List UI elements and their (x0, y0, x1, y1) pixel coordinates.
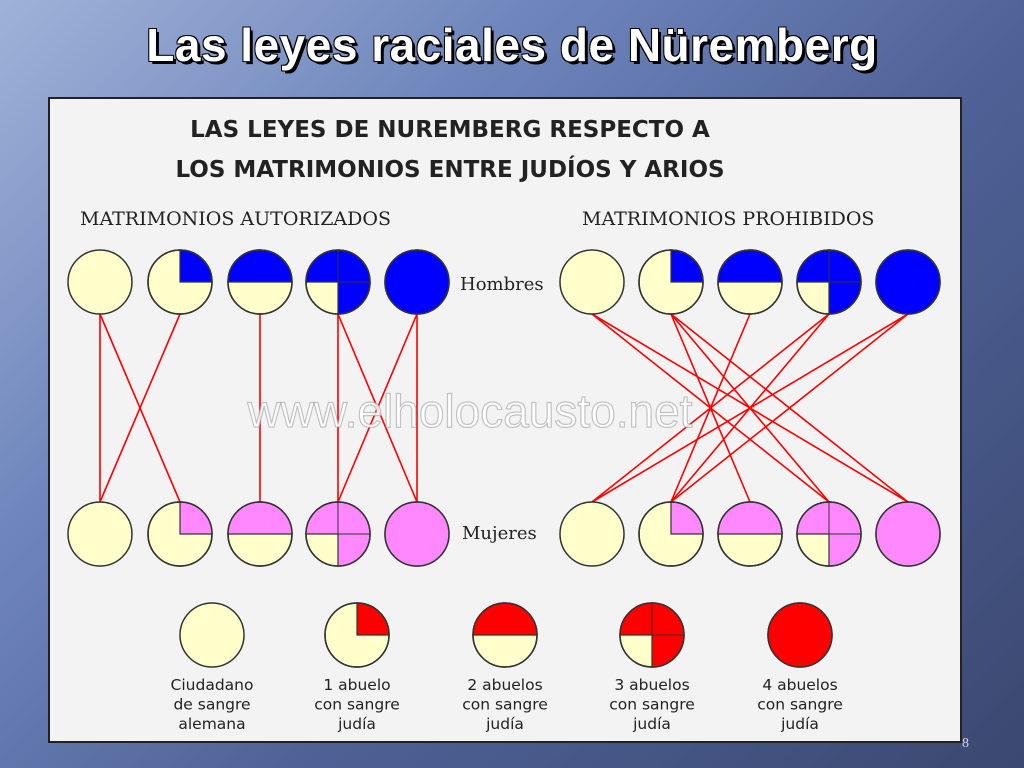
legend-caption-1-line-1: con sangre (314, 696, 400, 714)
legend-caption-0-line-0: Ciudadano (171, 676, 254, 694)
legend-caption-3-line-2: judía (632, 715, 671, 733)
authorized-woman-0-grandparents (67, 501, 133, 567)
legend-circle-4 (767, 602, 833, 668)
legend-caption-2-line-0: 2 abuelos (467, 676, 542, 694)
prohibited-marriage-line (591, 313, 830, 503)
prohibited-woman-4-grandparents (875, 501, 941, 567)
legend-caption-0-line-1: de sangre (173, 696, 250, 714)
authorized-woman-3-grandparents (305, 501, 371, 567)
legend-caption-4-line-0: 4 abuelos (762, 676, 837, 694)
authorized-man-4-grandparents (384, 249, 450, 315)
legend-circle-2 (472, 602, 538, 668)
diagram-heading-line2: LOS MATRIMONIOS ENTRE JUDÍOS Y ARIOS (175, 155, 724, 183)
legend-caption-2-line-1: con sangre (462, 696, 548, 714)
prohibited-man-0-grandparents (559, 249, 625, 315)
marriage-lines (99, 313, 909, 503)
watermark: www.elholocausto.net (247, 385, 693, 437)
authorized-woman-2-grandparents (227, 501, 293, 567)
legend-caption-0-line-2: alemana (178, 715, 245, 733)
prohibited-man-4-grandparents (875, 249, 941, 315)
prohibited-woman-0-grandparents (559, 501, 625, 567)
legend-circle-1 (324, 602, 390, 668)
women-row-label: Mujeres (462, 523, 537, 544)
prohibited-marriage-line (670, 313, 909, 503)
authorized-man-1-grandparents (147, 249, 213, 315)
legend-circle-0 (179, 602, 245, 668)
authorized-man-0-grandparents (67, 249, 133, 315)
authorized-marriage-line (337, 313, 418, 503)
marriage-diagram: LAS LEYES DE NUREMBERG RESPECTO A LOS MA… (67, 117, 941, 733)
prohibited-section-label: MATRIMONIOS PROHIBIDOS (582, 208, 874, 230)
prohibited-woman-2-grandparents (717, 501, 783, 567)
authorized-man-2-grandparents (227, 249, 293, 315)
prohibited-man-3-grandparents (796, 249, 862, 315)
men-row-label: Hombres (460, 274, 544, 295)
page-number: 8 (962, 736, 969, 751)
authorized-marriage-line (99, 313, 181, 503)
prohibited-marriage-line (591, 313, 909, 503)
legend-caption-1-line-0: 1 abuelo (323, 676, 390, 694)
legend-caption-3-line-0: 3 abuelos (614, 676, 689, 694)
legend-caption-4-line-2: judía (780, 715, 819, 733)
diagram-panel: LAS LEYES DE NUREMBERG RESPECTO A LOS MA… (48, 97, 962, 743)
slide-title: Las leyes raciales de Nüremberg (146, 19, 878, 71)
prohibited-woman-3-grandparents (796, 501, 862, 567)
person-circles (67, 249, 941, 567)
legend-caption-1-line-2: judía (337, 715, 376, 733)
prohibited-man-2-grandparents (717, 249, 783, 315)
authorized-section-label: MATRIMONIOS AUTORIZADOS (80, 208, 391, 230)
prohibited-man-1-grandparents (638, 249, 704, 315)
legend-caption-3-line-1: con sangre (609, 696, 695, 714)
prohibited-woman-1-grandparents (638, 501, 704, 567)
legend-caption-4-line-1: con sangre (757, 696, 843, 714)
authorized-woman-1-grandparents (147, 501, 213, 567)
legend-circle-3 (619, 602, 685, 668)
diagram-heading-line1: LAS LEYES DE NUREMBERG RESPECTO A (190, 117, 710, 143)
legend-caption-2-line-2: judía (485, 715, 524, 733)
authorized-man-3-grandparents (305, 249, 371, 315)
authorized-woman-4-grandparents (384, 501, 450, 567)
